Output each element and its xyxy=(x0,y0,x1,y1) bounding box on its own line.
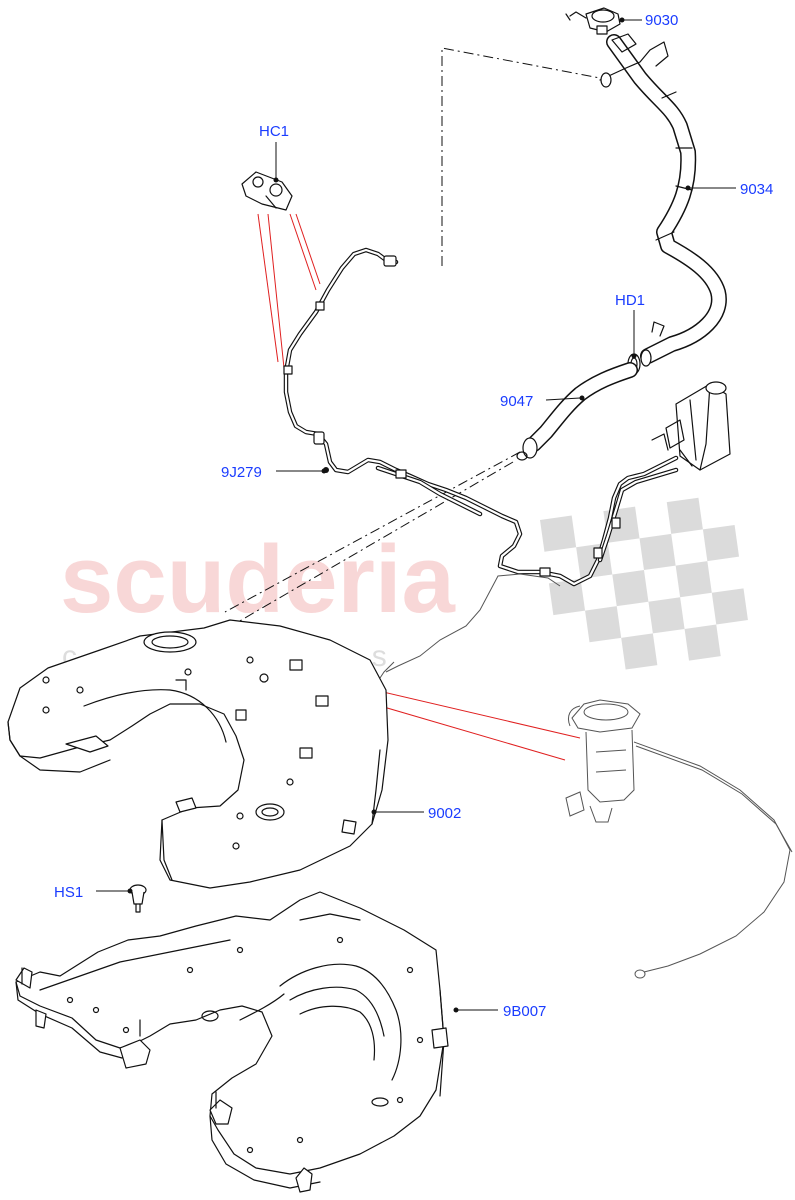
checkered-flag-watermark xyxy=(540,497,748,670)
callout-9002[interactable]: 9002 xyxy=(428,805,461,822)
callout-labels: 9030 9034 HC1 HD1 9047 9J279 9002 HS1 9B… xyxy=(54,12,773,1020)
fuel-pump-module[interactable] xyxy=(565,699,793,979)
callout-hs1[interactable]: HS1 xyxy=(54,884,83,901)
callout-hd1[interactable]: HD1 xyxy=(615,292,645,309)
callout-leaders xyxy=(96,17,736,1013)
screw-hs1[interactable] xyxy=(129,884,147,913)
evap-canister[interactable] xyxy=(651,381,731,471)
callout-hc1[interactable]: HC1 xyxy=(259,123,289,140)
callout-9030[interactable]: 9030 xyxy=(645,12,678,29)
callout-9047[interactable]: 9047 xyxy=(500,393,533,410)
heat-shield-9b007[interactable] xyxy=(15,891,449,1193)
callout-9j279[interactable]: 9J279 xyxy=(221,464,262,481)
fuel-hose-9047[interactable] xyxy=(516,362,638,461)
connector-hc1[interactable] xyxy=(241,171,293,211)
fuel-filler-cap-9030[interactable] xyxy=(565,7,621,35)
fuel-line-9j279[interactable] xyxy=(283,247,679,679)
callout-9034[interactable]: 9034 xyxy=(740,181,773,198)
assembly-guide-lines xyxy=(224,47,601,623)
filler-neck-tube-9034[interactable] xyxy=(599,33,727,367)
callout-9b007[interactable]: 9B007 xyxy=(503,1003,546,1020)
watermark-brand: scuderia xyxy=(60,526,455,633)
fuel-tank-9002[interactable] xyxy=(7,619,389,889)
